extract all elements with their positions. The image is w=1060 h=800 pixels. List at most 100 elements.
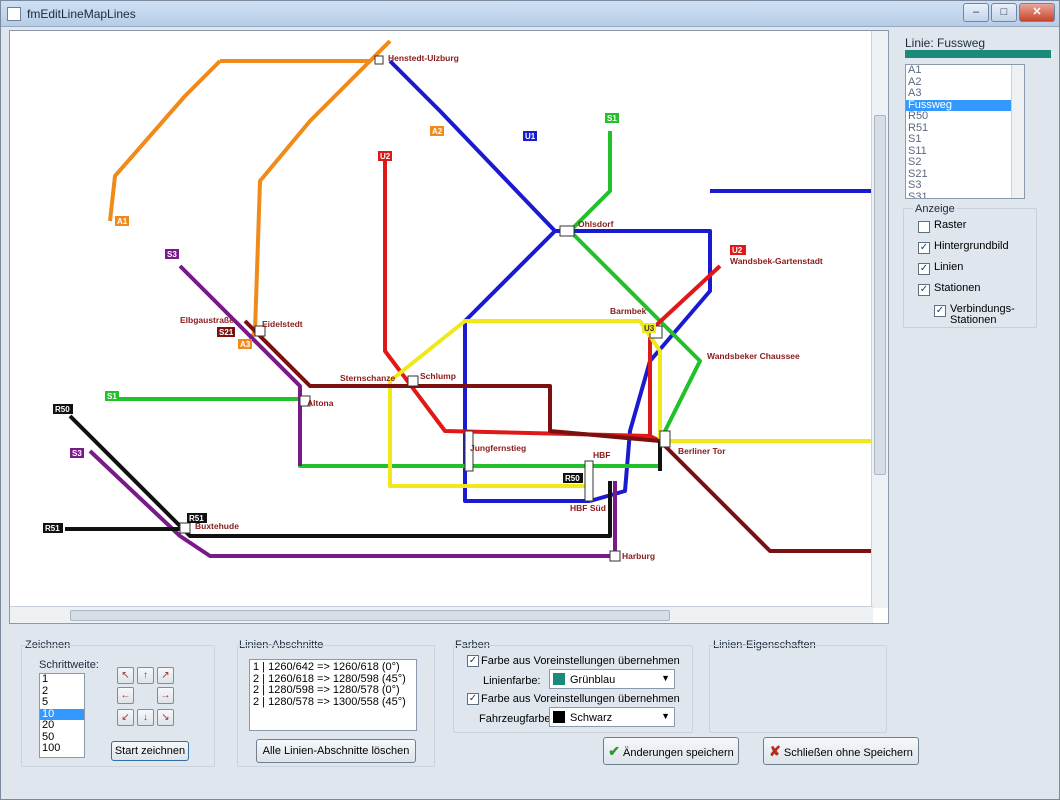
line-list-scrollbar[interactable]: [1011, 65, 1024, 198]
move-right-button[interactable]: →: [157, 687, 174, 704]
svg-text:Buxtehude: Buxtehude: [195, 521, 239, 531]
anzeige-checkbox[interactable]: ✓: [918, 263, 930, 275]
anzeige-checkbox[interactable]: ✓: [934, 305, 946, 317]
move-up-left-button[interactable]: ↖: [117, 667, 134, 684]
line-list-item[interactable]: S2: [908, 156, 922, 168]
svg-text:Henstedt-Ulzburg: Henstedt-Ulzburg: [388, 53, 459, 63]
line-s3b: [88, 449, 617, 558]
svg-text:S1: S1: [107, 392, 117, 401]
maximize-button[interactable]: □: [991, 3, 1017, 22]
anzeige-checkbox[interactable]: [918, 221, 930, 233]
svg-text:Schlump: Schlump: [420, 371, 456, 381]
station-labels: Henstedt-Ulzburg Ohlsdorf Eidelstedt Elb…: [180, 53, 823, 561]
line-list-item[interactable]: A1: [908, 64, 922, 76]
segment-list-item[interactable]: 1 | 1260/642 => 1260/618 (0°): [253, 661, 400, 673]
line-color-select[interactable]: Grünblau ▼: [549, 669, 675, 689]
close-without-saving-label: Schließen ohne Speichern: [783, 747, 913, 759]
svg-text:HBF Süd: HBF Süd: [570, 503, 606, 513]
line-list-item[interactable]: S3: [908, 179, 922, 191]
vehicle-color-value: Schwarz: [570, 712, 613, 724]
segment-list-item[interactable]: 2 | 1280/598 => 1280/578 (0°): [253, 684, 400, 696]
map-vertical-scrollbar[interactable]: [871, 31, 888, 608]
svg-text:U1: U1: [525, 132, 536, 141]
svg-text:R51: R51: [189, 514, 204, 523]
line-list-item[interactable]: S1: [908, 133, 922, 145]
line-list-item[interactable]: R51: [908, 121, 929, 134]
step-list-item[interactable]: 50: [42, 730, 55, 743]
line-r50: [68, 414, 612, 538]
vehicle-color-default-checkbox[interactable]: ✓: [467, 693, 479, 705]
line-u2: [383, 161, 661, 443]
line-list-item[interactable]: R50: [908, 110, 929, 122]
step-list-item[interactable]: 2: [42, 684, 49, 697]
move-down-right-button[interactable]: ↘: [157, 709, 174, 726]
move-left-button[interactable]: ←: [117, 687, 134, 704]
step-list-item[interactable]: 100: [42, 742, 61, 754]
start-draw-button[interactable]: Start zeichnen: [111, 741, 189, 761]
line-s3: [178, 264, 302, 466]
svg-text:Jungfernstieg: Jungfernstieg: [470, 443, 526, 453]
map-horizontal-scrollbar[interactable]: [10, 606, 873, 623]
current-line-label: Linie: Fussweg: [905, 36, 986, 50]
eigenschaften-group: [709, 645, 887, 733]
map-hscroll-thumb[interactable]: [70, 610, 670, 621]
segment-list-item[interactable]: 2 | 1260/618 => 1280/598 (45°): [253, 672, 406, 685]
delete-all-segments-button[interactable]: Alle Linien-Abschnitte löschen: [256, 739, 416, 763]
svg-text:Altona: Altona: [307, 398, 334, 408]
move-down-left-button[interactable]: ↙: [117, 709, 134, 726]
anzeige-checkbox-label: Stationen: [934, 282, 981, 294]
vehicle-color-default-label: Farbe aus Voreinstellungen übernehmen: [481, 693, 680, 705]
chevron-down-icon: ▼: [661, 673, 670, 683]
svg-text:Elbgaustraße: Elbgaustraße: [180, 315, 234, 325]
anzeige-checkbox[interactable]: ✓: [918, 242, 930, 254]
line-s1: [568, 131, 702, 442]
app-icon: [7, 7, 21, 21]
save-changes-button[interactable]: ✔ Änderungen speichern: [603, 737, 739, 765]
line-list-item[interactable]: Fussweg: [906, 99, 1024, 111]
line-u3b: [388, 381, 585, 488]
anzeige-checkbox-label: Raster: [934, 219, 967, 231]
svg-text:S3: S3: [167, 250, 177, 259]
line-list-item[interactable]: A3: [908, 87, 922, 99]
title-bar: fmEditLineMapLines – □ ✕: [1, 1, 1059, 27]
minimize-button[interactable]: –: [963, 3, 989, 22]
step-list-item[interactable]: 1: [42, 673, 49, 685]
line-list-item[interactable]: S21: [908, 167, 928, 180]
step-list-item[interactable]: 20: [42, 719, 55, 731]
close-icon: ✘: [769, 743, 781, 759]
segment-list-item[interactable]: 2 | 1280/578 => 1300/558 (45°): [253, 695, 406, 708]
transit-map[interactable]: Henstedt-Ulzburg Ohlsdorf Eidelstedt Elb…: [10, 31, 875, 608]
step-list-item[interactable]: 10: [40, 708, 84, 720]
line-u1: [388, 59, 590, 503]
line-list-item[interactable]: A2: [908, 75, 922, 88]
svg-text:Wandsbek-Gartenstadt: Wandsbek-Gartenstadt: [730, 256, 823, 266]
map-vscroll-thumb[interactable]: [874, 115, 886, 475]
segment-list[interactable]: 1 | 1260/642 => 1260/618 (0°)2 | 1260/61…: [249, 659, 417, 731]
abschnitte-group: [237, 645, 435, 767]
line-list-item[interactable]: S31: [908, 190, 928, 199]
anzeige-group: Raster✓Hintergrundbild✓Linien✓Stationen✓…: [903, 208, 1037, 328]
svg-text:HBF: HBF: [593, 450, 610, 460]
svg-text:A1: A1: [117, 217, 128, 226]
step-list-item[interactable]: 5: [42, 696, 49, 708]
vehicle-color-select[interactable]: Schwarz ▼: [549, 707, 675, 727]
line-a1: [220, 39, 392, 63]
close-without-saving-button[interactable]: ✘ Schließen ohne Speichern: [763, 737, 919, 765]
svg-text:S3: S3: [72, 449, 82, 458]
svg-text:Wandsbeker Chaussee: Wandsbeker Chaussee: [707, 351, 800, 361]
svg-text:S1: S1: [607, 114, 617, 123]
anzeige-checkbox[interactable]: ✓: [918, 284, 930, 296]
move-up-right-button[interactable]: ↗: [157, 667, 174, 684]
map-canvas[interactable]: Henstedt-Ulzburg Ohlsdorf Eidelstedt Elb…: [9, 30, 889, 624]
svg-text:Berliner Tor: Berliner Tor: [678, 446, 726, 456]
move-down-button[interactable]: ↓: [137, 709, 154, 726]
close-window-button[interactable]: ✕: [1019, 3, 1055, 22]
line-color-default-checkbox[interactable]: ✓: [467, 655, 479, 667]
move-up-button[interactable]: ↑: [137, 667, 154, 684]
line-list-item[interactable]: S11: [908, 144, 927, 157]
zeichnen-group: [21, 645, 215, 767]
